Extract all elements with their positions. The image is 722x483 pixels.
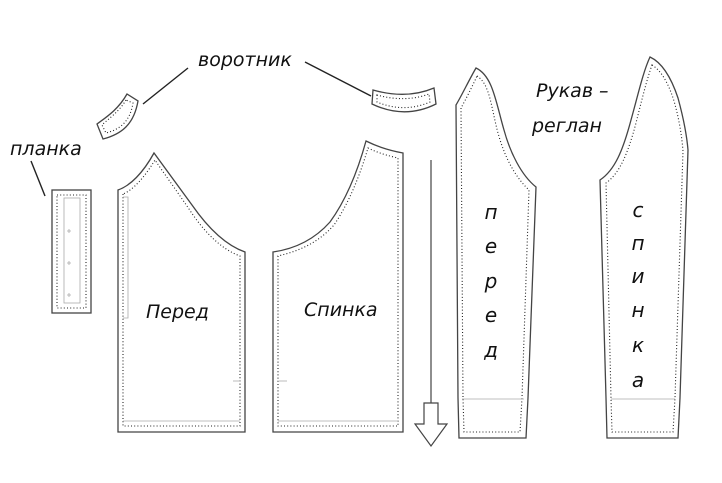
collar-leader-right [304,61,372,97]
sleeve-back-letter: н [631,298,644,322]
placket-piece [51,189,92,314]
sleeve-front-vertical-label: п е р е д [483,200,498,362]
sleeve-back-piece: с п и н к а [599,56,689,439]
sleeve-back-letter: п [631,231,644,255]
grain-arrow [413,160,449,448]
placket-leader [30,160,46,197]
front-label: Перед [146,301,209,323]
sleeve-front-piece: п е р е д [455,67,537,439]
sleeve-front-letter: д [483,338,498,362]
sleeve-back-letter: с [633,198,644,222]
collar-leader-left [142,67,189,105]
collar-piece-left [96,93,139,140]
sleeve-title-line2: реглан [531,115,602,137]
back-label: Спинка [304,299,378,321]
placket-label: планка [10,138,82,160]
sleeve-front-letter: е [485,234,497,258]
sleeve-back-letter: к [632,333,644,357]
collar-piece-right [371,87,437,113]
sleeve-back-letter: а [632,368,644,392]
collar-label: воротник [198,49,292,71]
sleeve-front-letter: р [484,269,498,293]
buttonhole-marks [67,229,71,297]
back-piece: Спинка [233,140,404,433]
sleeve-back-letter: и [632,264,645,288]
sleeve-title-line1: Рукав – [536,80,609,102]
sleeve-back-vertical-label: с п и н к а [631,198,644,392]
front-piece: Перед [117,151,246,433]
sleeve-front-letter: п [484,200,497,224]
sleeve-front-letter: е [485,303,497,327]
